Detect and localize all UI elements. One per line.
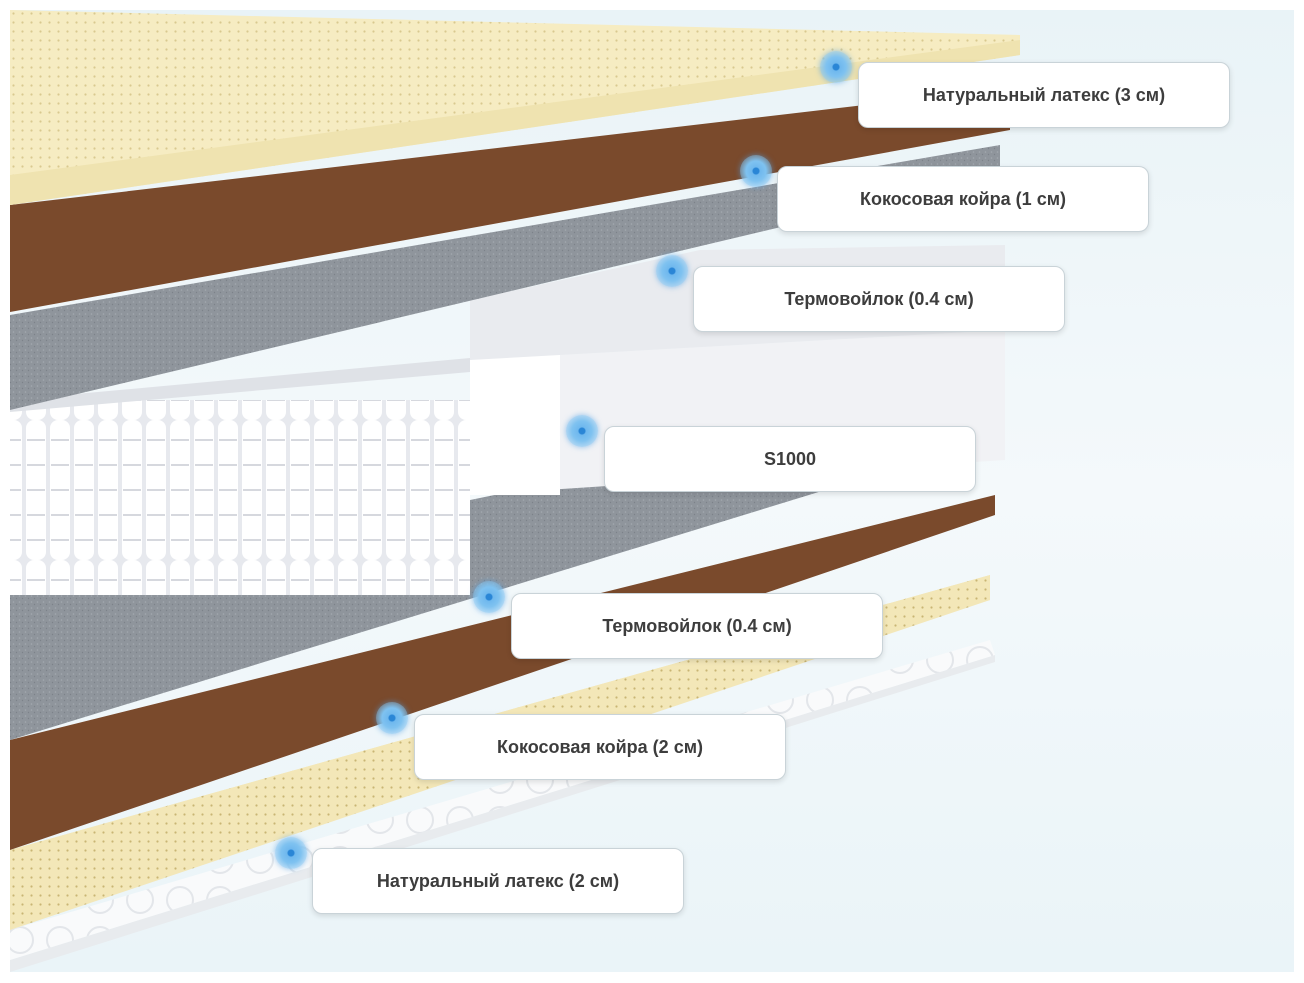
label-coir-top: Кокосовая койра (1 см) bbox=[777, 166, 1149, 232]
label-felt-bottom: Термовойлок (0.4 см) bbox=[511, 593, 883, 659]
marker-felt-top bbox=[656, 255, 688, 287]
felt-top-layer bbox=[10, 145, 1000, 410]
marker-coir-top bbox=[740, 155, 772, 187]
marker-latex-top bbox=[820, 51, 852, 83]
coir-bottom-layer bbox=[10, 495, 995, 850]
spring-units bbox=[10, 400, 470, 595]
marker-springs bbox=[566, 415, 598, 447]
marker-latex-bottom bbox=[275, 837, 307, 869]
label-felt-top: Термовойлок (0.4 см) bbox=[693, 266, 1065, 332]
label-coir-bottom: Кокосовая койра (2 см) bbox=[414, 714, 786, 780]
coir-top-layer bbox=[10, 88, 1010, 312]
marker-felt-bottom bbox=[473, 581, 505, 613]
label-latex-bottom: Натуральный латекс (2 см) bbox=[312, 848, 684, 914]
label-springs: S1000 bbox=[604, 426, 976, 492]
label-latex-top: Натуральный латекс (3 см) bbox=[858, 62, 1230, 128]
marker-coir-bottom bbox=[376, 702, 408, 734]
